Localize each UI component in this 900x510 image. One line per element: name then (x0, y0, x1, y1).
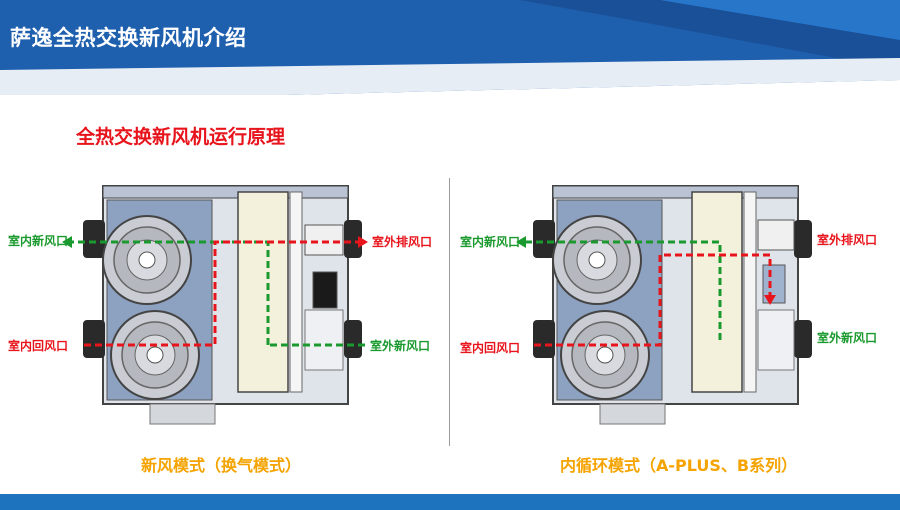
panel-divider (449, 178, 450, 446)
label-indoor-return-air: 室内回风口 (460, 340, 520, 355)
recirculation-mode-diagram: 室内新风口 室内回风口 室外排风口 室外新风口 (450, 170, 900, 440)
upper-fan (552, 215, 642, 305)
label-outdoor-exhaust: 室外排风口 (372, 234, 432, 249)
return-air-path (84, 240, 358, 347)
heat-exchanger-core (237, 191, 289, 393)
upper-fan (102, 215, 192, 305)
mode-label-recirculation: 内循环模式（A-PLUS、B系列） (560, 456, 798, 475)
fresh-air-mode-diagram: 室内新风口 室内回风口 室外排风口 室外新风口 (0, 170, 450, 440)
label-outdoor-fresh-air: 室外新风口 (817, 330, 877, 345)
unit-diagram-right: 室内新风口 室内回风口 室外排风口 室外新风口 (460, 185, 877, 425)
mode-label-fresh-air: 新风模式（换气模式） (141, 456, 302, 475)
section-title: 全热交换新风机运行原理 (76, 126, 286, 148)
header-background (0, 0, 900, 102)
label-outdoor-exhaust: 室外排风口 (817, 232, 877, 247)
label-indoor-return-air: 室内回风口 (8, 338, 68, 353)
header-banner: 萨逸全热交换新风机介绍 (0, 0, 900, 102)
return-air-path (534, 253, 772, 347)
label-indoor-fresh-air: 室内新风口 (460, 234, 520, 249)
label-indoor-fresh-air: 室内新风口 (8, 233, 68, 248)
lower-fan (110, 310, 200, 400)
label-outdoor-fresh-air: 室外新风口 (370, 338, 430, 353)
page-title: 萨逸全热交换新风机介绍 (10, 26, 247, 50)
unit-diagram-left: 室内新风口 室内回风口 室外排风口 室外新风口 (8, 185, 432, 425)
lower-fan (560, 310, 650, 400)
footer-bar (0, 494, 900, 510)
heat-exchanger-core (691, 191, 743, 393)
